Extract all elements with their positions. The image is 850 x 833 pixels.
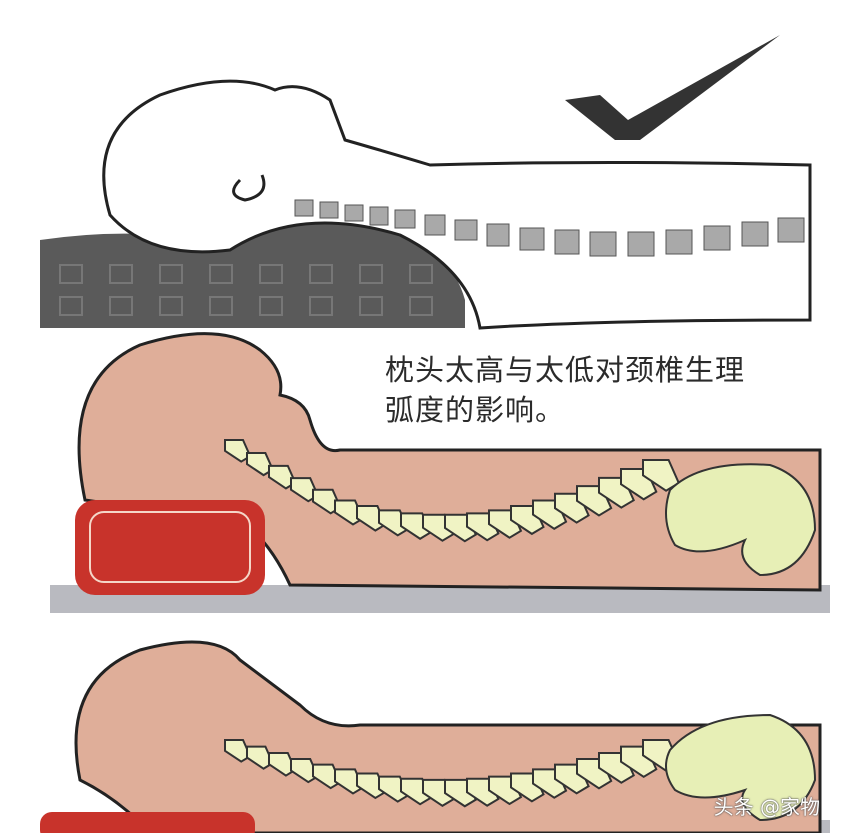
vertebra bbox=[312, 763, 342, 790]
caption: 枕头太高与太低对颈椎生理 弧度的影响。 bbox=[385, 350, 815, 430]
spine bbox=[224, 739, 681, 808]
checkmark-icon bbox=[565, 35, 780, 140]
vertebra bbox=[224, 439, 252, 463]
watermark: 头条 @家物 bbox=[713, 795, 820, 819]
spine bbox=[224, 439, 681, 543]
panel-too-high bbox=[50, 332, 830, 613]
ear bbox=[232, 174, 266, 202]
caption-line-1: 枕头太高与太低对颈椎生理 bbox=[385, 353, 746, 387]
caption-line-2: 弧度的影响。 bbox=[385, 393, 566, 427]
vertebra bbox=[290, 758, 320, 784]
pelvis bbox=[665, 463, 817, 577]
red-pillow bbox=[40, 812, 255, 833]
vertebra bbox=[224, 739, 252, 763]
panel-too-low bbox=[40, 640, 830, 833]
spine-gray bbox=[294, 199, 805, 257]
red-pillow bbox=[75, 500, 265, 595]
gray-pillow bbox=[40, 220, 465, 328]
vertebra bbox=[268, 751, 297, 777]
panel-correct bbox=[40, 35, 812, 330]
pelvis bbox=[665, 713, 817, 822]
pillow-pattern bbox=[59, 264, 433, 316]
body-outline bbox=[102, 79, 812, 330]
vertebra bbox=[246, 745, 275, 770]
